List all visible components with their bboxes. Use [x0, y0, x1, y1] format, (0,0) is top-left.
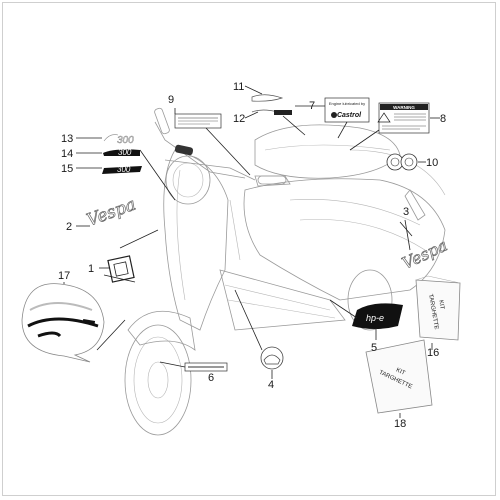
callout-12: 12: [233, 113, 245, 125]
leader-lines: [63, 85, 440, 418]
callout-numbers: 1 2 3 4 5 6 7 8 9 10 11 12 13 14 15 16 1…: [58, 81, 446, 430]
part-4-round-logo: [260, 346, 284, 370]
part-5-hpe-badge: hp-e: [352, 303, 403, 329]
badge-14-text: 300: [118, 148, 132, 157]
diagram-frame: [2, 2, 496, 496]
scooter-outline: [124, 107, 446, 436]
part-14-badge-300-dark: 300: [103, 148, 140, 157]
part-12-emblem: [251, 109, 292, 115]
part-6-strip-label: [184, 362, 228, 372]
callout-13: 13: [61, 133, 73, 145]
callout-6: 6: [208, 372, 214, 384]
badge-15-text: 300: [117, 165, 131, 174]
part-3-vespa-logo-right: Vespa: [399, 235, 451, 273]
callout-8: 8: [440, 113, 446, 125]
part-13-badge-300-outline: 300: [103, 134, 134, 146]
part-16-kit-pouch: KIT TARGHETTE: [415, 275, 461, 341]
callout-18: 18: [394, 418, 406, 430]
part-18-kit-pouch: KIT TARGHETTE: [365, 339, 433, 414]
callout-3: 3: [403, 206, 409, 218]
callout-1: 1: [88, 263, 94, 275]
part-17-stripe-callout: [21, 283, 105, 363]
callout-16: 16: [427, 347, 439, 359]
part-15-badge-300-outlined-dark: 300: [102, 165, 142, 174]
kit18-line1: KIT: [395, 367, 406, 377]
callout-5: 5: [371, 342, 377, 354]
vespa-script-left: Vespa: [84, 195, 138, 231]
part-8-warning-sticker: WARNING: [377, 102, 430, 134]
part-11-emblem: [251, 94, 284, 102]
callout-15: 15: [61, 163, 73, 175]
part-7-castrol-sticker: Engine lubricated by Castrol: [324, 97, 370, 123]
part-10-round-badges: [386, 153, 418, 171]
callout-14: 14: [61, 148, 73, 160]
vespa-script-right: Vespa: [399, 236, 450, 273]
callout-2: 2: [66, 221, 72, 233]
callout-9: 9: [168, 94, 174, 106]
castrol-subtitle: Engine lubricated by: [329, 101, 365, 106]
callout-4: 4: [268, 379, 274, 391]
callout-11: 11: [233, 81, 244, 93]
part-1-square-badge: [107, 255, 135, 283]
part-2-vespa-logo-left: Vespa: [84, 194, 139, 231]
hpe-text: hp-e: [366, 313, 384, 323]
warning-header: WARNING: [393, 105, 415, 110]
callout-10: 10: [426, 157, 438, 169]
kit16-line1: KIT: [437, 300, 445, 311]
callout-17: 17: [58, 270, 70, 282]
castrol-brand: Castrol: [337, 112, 362, 119]
badge-13-text: 300: [117, 135, 134, 146]
callout-7: 7: [309, 100, 315, 112]
part-9-label-sticker: [174, 113, 222, 129]
